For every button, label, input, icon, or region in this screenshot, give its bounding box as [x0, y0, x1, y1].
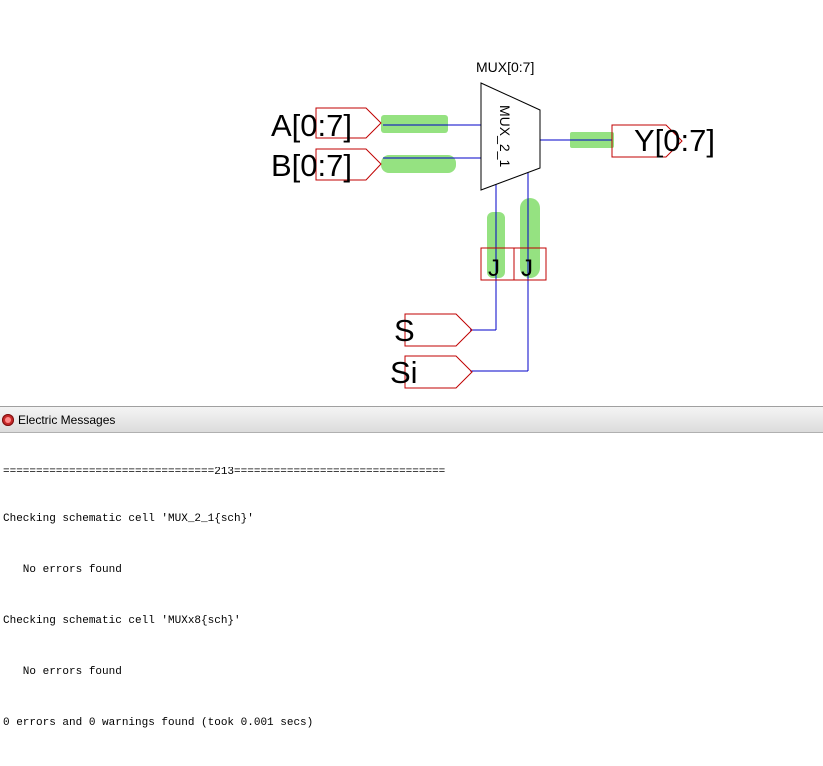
mux-block[interactable] — [480, 82, 541, 191]
message-line: 0 errors and 0 warnings found (took 0.00… — [3, 717, 314, 729]
electric-app-icon — [2, 413, 14, 426]
mux-instance-label: MUX[0:7] — [476, 59, 534, 75]
message-line: Checking schematic cell 'MUX_2_1{sch}' — [3, 513, 254, 525]
input-pin-a[interactable] — [315, 107, 382, 139]
input-label-a: A[0:7] — [271, 108, 352, 143]
input-pin-b[interactable] — [315, 148, 382, 181]
junction-label-right: J — [521, 255, 533, 282]
schematic-canvas[interactable]: MUX_2_1 MUX[0:7] A[0:7] B[0:7] Y[0:7] J … — [0, 0, 823, 406]
output-pin-y[interactable] — [611, 124, 683, 158]
input-pin-s[interactable] — [404, 313, 473, 347]
input-label-si: Si — [390, 355, 418, 390]
junction-label-left: J — [488, 255, 500, 282]
message-line: No errors found — [3, 666, 122, 678]
junction-right[interactable] — [513, 247, 547, 281]
input-label-s: S — [394, 313, 415, 348]
message-separator: ================================213=====… — [3, 467, 446, 477]
messages-log[interactable]: ================================213=====… — [0, 433, 823, 766]
messages-window[interactable]: Electric Messages ======================… — [0, 406, 823, 729]
input-pin-si[interactable] — [404, 355, 473, 389]
mux-block-label: MUX_2_1 — [497, 105, 513, 167]
wires[interactable] — [383, 124, 612, 372]
message-line: No errors found — [3, 564, 122, 576]
messages-title: Electric Messages — [18, 412, 116, 427]
message-line: Checking schematic cell 'MUXx8{sch}' — [3, 615, 241, 627]
messages-titlebar[interactable]: Electric Messages — [0, 407, 823, 433]
output-label-y: Y[0:7] — [634, 123, 715, 158]
input-label-b: B[0:7] — [271, 148, 352, 183]
